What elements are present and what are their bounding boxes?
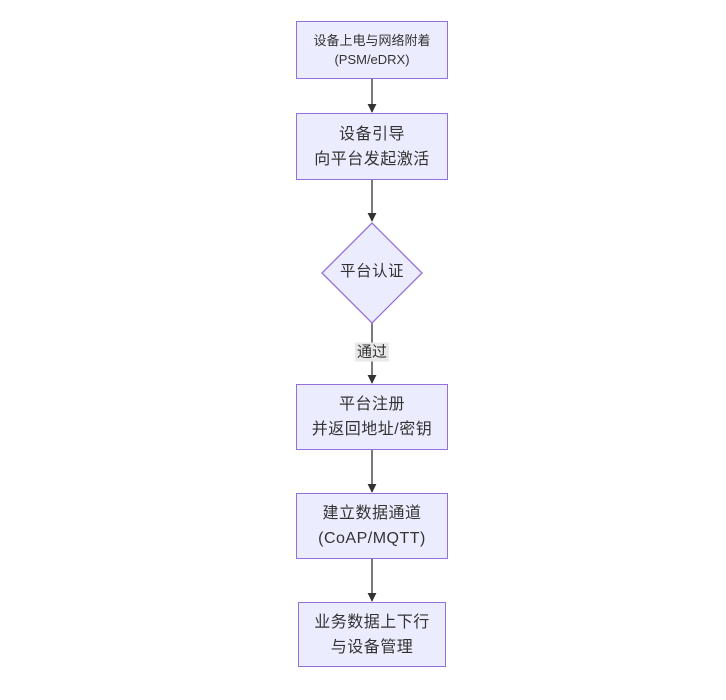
flow-node-power-attach: 设备上电与网络附着 (PSM/eDRX) [296,21,448,79]
node-label-line: 平台注册 [338,396,405,413]
node-label-line: 并返回地址/密钥 [311,421,433,438]
flow-node-bootstrap-activate: 设备引导 向平台发起激活 [296,113,448,180]
node-label-line: 与设备管理 [330,638,414,656]
decision-label-platform-auth: 平台认证 [339,263,404,280]
flow-node-platform-register: 平台注册 并返回地址/密钥 [296,384,448,450]
node-label-line: (PSM/eDRX) [334,52,410,67]
edge-label-pass: 通过 [354,342,390,362]
node-label-line: 向平台发起激活 [314,150,430,168]
node-label-line: (CoAP/MQTT) [318,530,426,547]
node-label-line: 设备引导 [338,125,405,143]
flow-node-data-channel: 建立数据通道 (CoAP/MQTT) [296,493,448,559]
node-label-line: 设备上电与网络附着 [313,33,431,48]
node-label-line: 建立数据通道 [322,505,422,522]
decision-diamond-shape [321,222,423,324]
node-label-line: 业务数据上下行 [314,613,430,631]
flow-node-business-data: 业务数据上下行 与设备管理 [298,602,446,667]
